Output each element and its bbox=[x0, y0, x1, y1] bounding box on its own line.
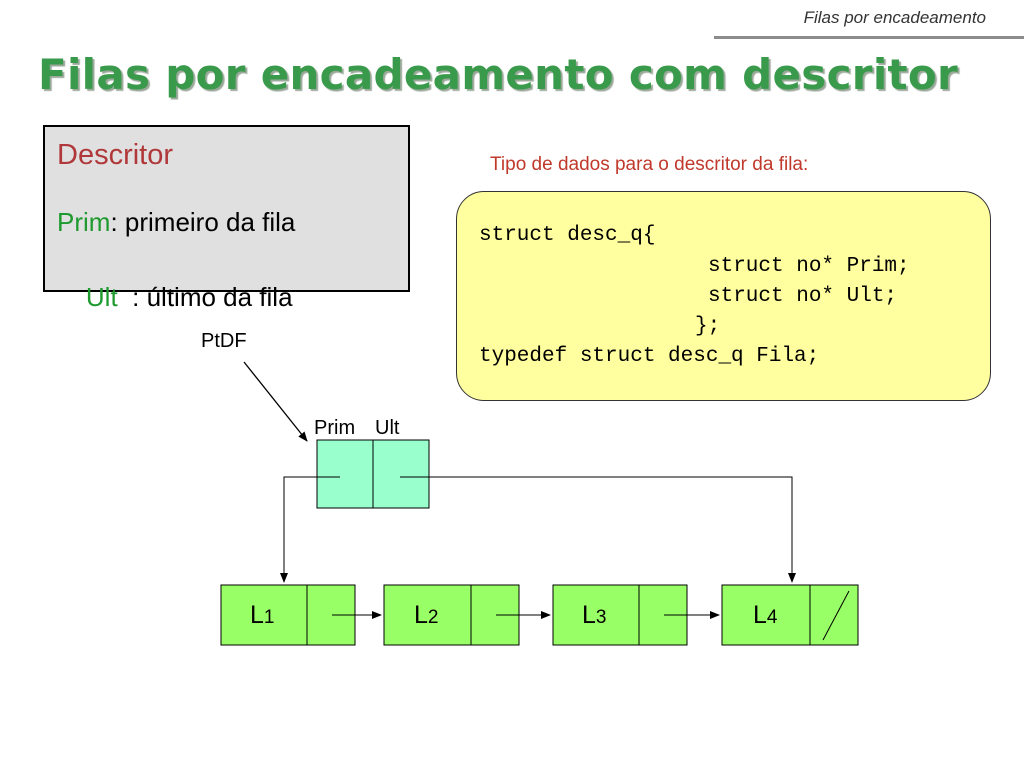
header-divider bbox=[714, 36, 1024, 39]
descriptor-field-ult: Ult : último da fila bbox=[57, 251, 293, 344]
code-line: }; bbox=[695, 315, 721, 338]
section-header: Filas por encadeamento bbox=[803, 8, 986, 27]
prim-pointer-arrow bbox=[280, 476, 340, 583]
pointer-arrow bbox=[243, 361, 308, 442]
node-label-l2: L2 bbox=[414, 601, 439, 629]
prim-field-label: Prim bbox=[314, 417, 356, 439]
ult-pointer-arrow bbox=[400, 476, 796, 583]
field-desc-prim: : primeiro da fila bbox=[110, 207, 296, 237]
ult-field-label: Ult bbox=[375, 417, 400, 439]
node-label-l3: L3 bbox=[582, 601, 607, 629]
code-line: struct no* Prim; bbox=[708, 255, 910, 278]
descriptor-heading: Descritor bbox=[57, 139, 174, 171]
field-name-ult: Ult bbox=[85, 282, 118, 312]
list-node bbox=[721, 584, 859, 646]
node-label-l1: L1 bbox=[250, 601, 275, 629]
code-line: struct desc_q{ bbox=[479, 224, 656, 247]
descriptor-field-prim: Prim: primeiro da fila bbox=[57, 207, 295, 238]
null-pointer-slash bbox=[822, 590, 850, 641]
code-line: struct no* Ult; bbox=[708, 285, 898, 308]
field-name-prim: Prim bbox=[57, 207, 111, 237]
pointer-label: PtDF bbox=[201, 330, 247, 352]
slide-title: Filas por encadeamento com descritor bbox=[38, 50, 959, 99]
code-caption: Tipo de dados para o descritor da fila: bbox=[490, 154, 809, 175]
node-label-l4: L4 bbox=[753, 601, 778, 629]
descriptor-box: Descritor Prim: primeiro da fila Ult : ú… bbox=[43, 125, 410, 312]
code-line: typedef struct desc_q Fila; bbox=[479, 345, 820, 368]
code-box: struct desc_q{ struct no* Prim; struct n… bbox=[456, 191, 991, 401]
field-desc-ult: : último da fila bbox=[117, 282, 293, 312]
